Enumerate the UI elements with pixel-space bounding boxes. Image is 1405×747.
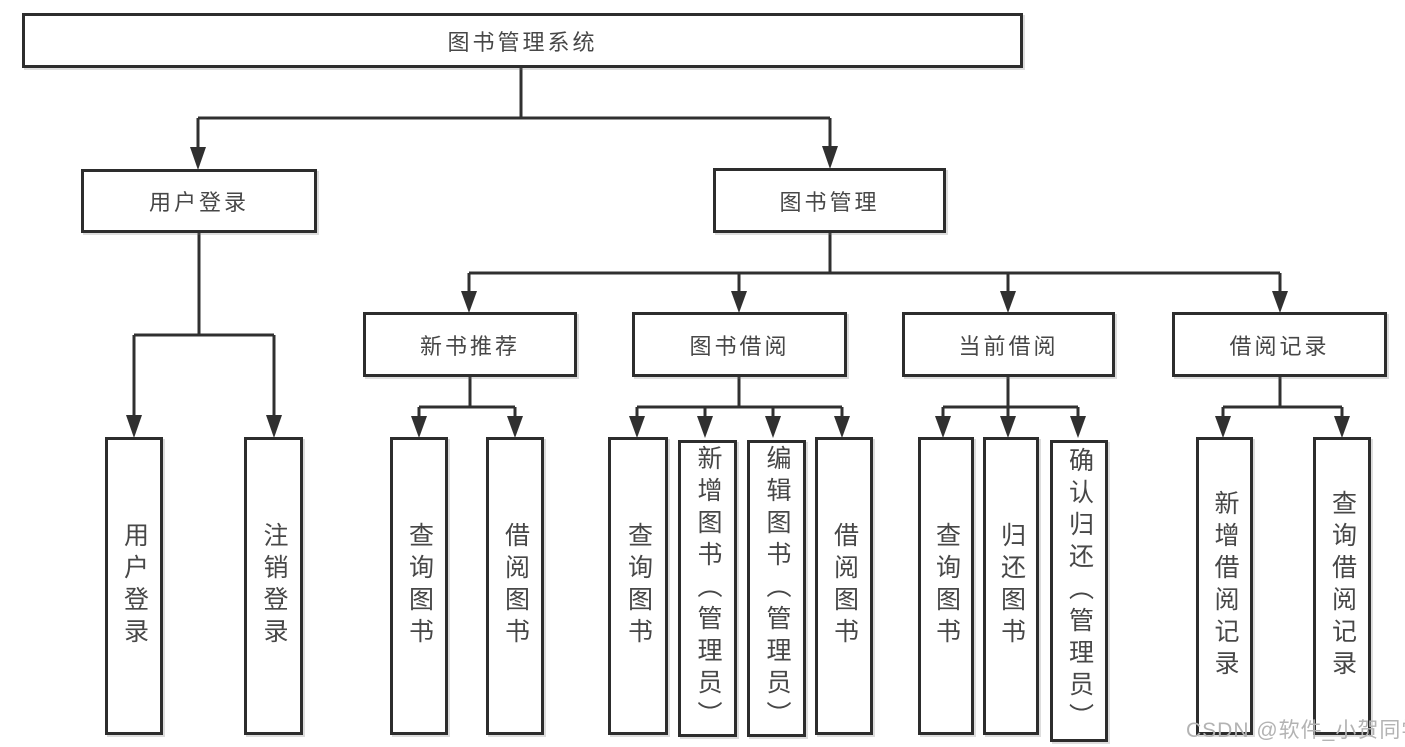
node-book-management-label: 图书管理 [779,189,880,215]
leaf-br-add-record: 新增借阅记录 [1196,437,1253,735]
leaf-logout-label: 注销登录 [260,522,288,650]
node-user-login-label: 用户登录 [148,190,249,215]
leaf-br-query-record-label: 查询借阅记录 [1328,490,1357,682]
leaf-cb-return-book: 归还图书 [983,437,1039,735]
node-book-management: 图书管理 [713,168,946,233]
leaf-logout: 注销登录 [244,437,303,735]
leaf-cb-return-book-label: 归还图书 [997,522,1026,650]
leaf-user-login-label: 用户登录 [120,522,149,650]
arrowheads [126,146,1350,438]
node-root-label: 图书管理系统 [447,29,598,55]
leaf-cb-query-book-label: 查询图书 [932,522,961,650]
leaf-bb-add-book-admin: 新增图书（管理员） [678,440,737,737]
node-current-borrow-label: 当前借阅 [958,333,1059,359]
leaf-nbr-borrow-book: 借阅图书 [486,437,544,735]
leaf-cb-query-book: 查询图书 [918,437,974,735]
leaf-bb-query-book-label: 查询图书 [624,522,653,650]
leaf-br-add-record-label: 新增借阅记录 [1211,490,1239,682]
leaf-user-login: 用户登录 [105,437,163,735]
node-borrow-record-label: 借阅记录 [1229,333,1330,359]
node-current-borrow: 当前借阅 [902,312,1115,377]
csdn-watermark: CSDN @软件_小贺同学 [1186,719,1405,742]
leaf-bb-add-book-admin-label: 新增图书（管理员） [694,444,722,733]
leaf-cb-confirm-return-admin: 确认归还（管理员） [1050,440,1108,742]
leaf-bb-borrow-book-label: 借阅图书 [830,522,859,650]
leaf-nbr-borrow-book-label: 借阅图书 [501,522,530,650]
node-new-book-recommend-label: 新书推荐 [419,333,520,359]
leaf-br-query-record: 查询借阅记录 [1313,437,1371,735]
leaf-cb-confirm-return-admin-label: 确认归还（管理员） [1065,447,1094,735]
node-borrow-record: 借阅记录 [1172,312,1387,377]
leaf-bb-edit-book-admin: 编辑图书（管理员） [747,440,806,737]
node-new-book-recommend: 新书推荐 [363,312,577,377]
leaf-bb-query-book: 查询图书 [608,437,668,735]
leaf-bb-edit-book-admin-label: 编辑图书（管理员） [763,444,791,733]
leaf-nbr-query-book-label: 查询图书 [405,522,434,650]
leaf-nbr-query-book: 查询图书 [390,437,448,735]
leaf-bb-borrow-book: 借阅图书 [815,437,873,735]
node-book-borrow-label: 图书借阅 [689,333,790,359]
node-book-borrow: 图书借阅 [632,312,847,377]
node-user-login: 用户登录 [81,169,317,233]
node-root: 图书管理系统 [22,13,1023,68]
